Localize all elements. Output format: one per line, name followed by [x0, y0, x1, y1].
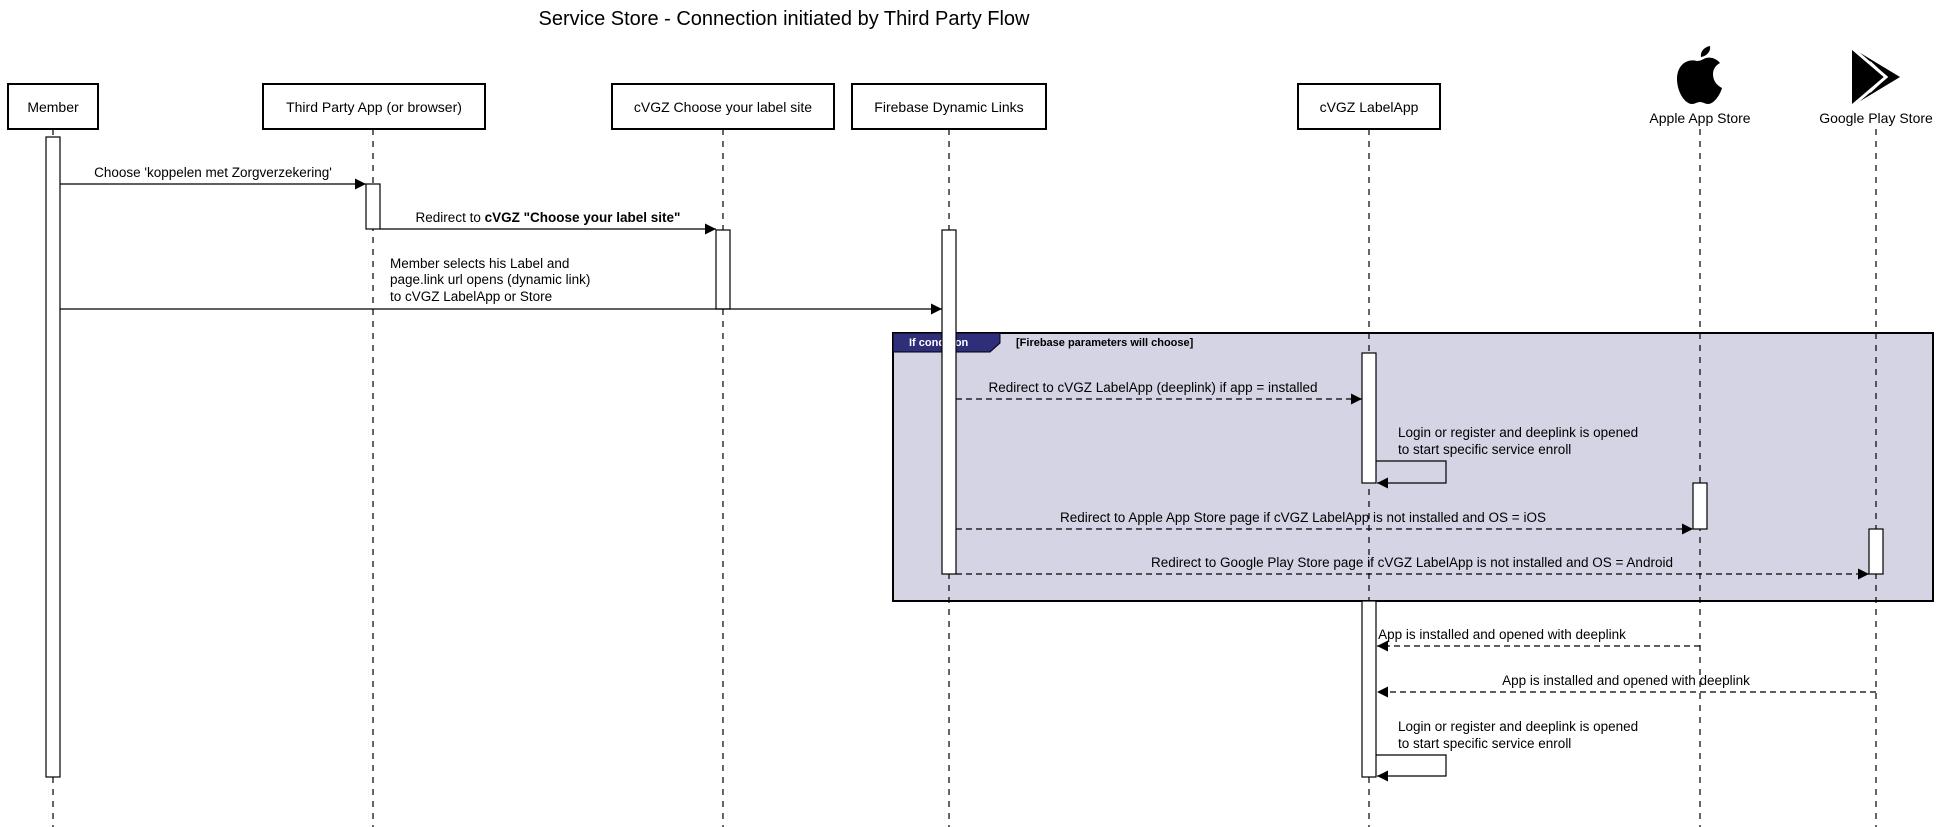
message-arrows — [60, 178, 1876, 782]
message-3-label-line-2: page.link url opens (dynamic link) — [390, 272, 590, 287]
message-10-self-arrow — [1376, 754, 1447, 782]
activation-labelapp-2 — [1361, 600, 1377, 778]
participant-firebase: Firebase Dynamic Links — [851, 83, 1047, 130]
message-4-label: Redirect to cVGZ LabelApp (deeplink) if … — [988, 380, 1317, 395]
message-3-label-line-1: Member selects his Label and — [390, 256, 569, 271]
participant-labelapp-label: cVGZ LabelApp — [1320, 99, 1419, 115]
google-play-logo-icon — [1851, 46, 1900, 108]
message-2-label: Redirect to cVGZ "Choose your label site… — [416, 210, 681, 225]
fragment-frame — [892, 332, 1934, 602]
message-2-label-bold: cVGZ "Choose your label site" — [485, 210, 681, 225]
participant-google-play-store: Google Play Store — [1819, 46, 1933, 126]
message-5-label-line-1: Login or register and deeplink is opened — [1398, 425, 1638, 440]
activation-choose-label-site — [715, 229, 731, 310]
participant-member-label: Member — [27, 99, 79, 115]
fragment-label: If condition — [909, 337, 969, 349]
participant-third-party-app-label: Third Party App (or browser) — [286, 99, 462, 115]
participant-firebase-label: Firebase Dynamic Links — [874, 99, 1023, 115]
diagram-title: Service Store - Connection initiated by … — [539, 8, 1031, 30]
message-3-label-line-3: to cVGZ LabelApp or Store — [390, 289, 552, 304]
apple-logo-icon — [1677, 46, 1722, 104]
message-1-label: Choose 'koppelen met Zorgverzekering' — [94, 165, 332, 180]
message-5-label-line-2: to start specific service enroll — [1398, 442, 1571, 457]
participant-choose-label-site-label: cVGZ Choose your label site — [634, 99, 812, 115]
message-5-self-arrow — [1376, 460, 1447, 489]
message-labels: Choose 'koppelen met Zorgverzekering' Re… — [94, 165, 1750, 751]
activation-third-party-app — [365, 183, 381, 230]
participant-google-play-store-label: Google Play Store — [1819, 110, 1933, 126]
activation-firebase — [941, 229, 957, 575]
fragment-guard: [Firebase parameters will choose] — [1016, 337, 1194, 349]
participant-labelapp: cVGZ LabelApp — [1297, 83, 1441, 130]
participant-apple-app-store: Apple App Store — [1649, 46, 1751, 126]
message-7-label: Redirect to Google Play Store page if cV… — [1151, 555, 1673, 570]
participant-apple-app-store-label: Apple App Store — [1649, 110, 1750, 126]
if-condition-fragment: If condition [Firebase parameters will c… — [892, 332, 1934, 602]
message-2-label-prefix: Redirect to — [416, 210, 485, 225]
message-10-label-line-2: to start specific service enroll — [1398, 736, 1571, 751]
message-10-label-line-1: Login or register and deeplink is opened — [1398, 719, 1638, 734]
activation-member — [45, 136, 61, 778]
activation-bars — [45, 136, 1884, 778]
participant-member: Member — [7, 83, 99, 130]
message-6-label: Redirect to Apple App Store page if cVGZ… — [1060, 510, 1546, 525]
activation-labelapp-1 — [1361, 352, 1377, 484]
participant-third-party-app: Third Party App (or browser) — [262, 83, 486, 130]
participant-choose-label-site: cVGZ Choose your label site — [611, 83, 835, 130]
activation-apple-app-store — [1692, 482, 1708, 530]
message-8-label: App is installed and opened with deeplin… — [1378, 627, 1626, 642]
message-9-label: App is installed and opened with deeplin… — [1502, 673, 1750, 688]
activation-google-play-store — [1868, 528, 1884, 575]
